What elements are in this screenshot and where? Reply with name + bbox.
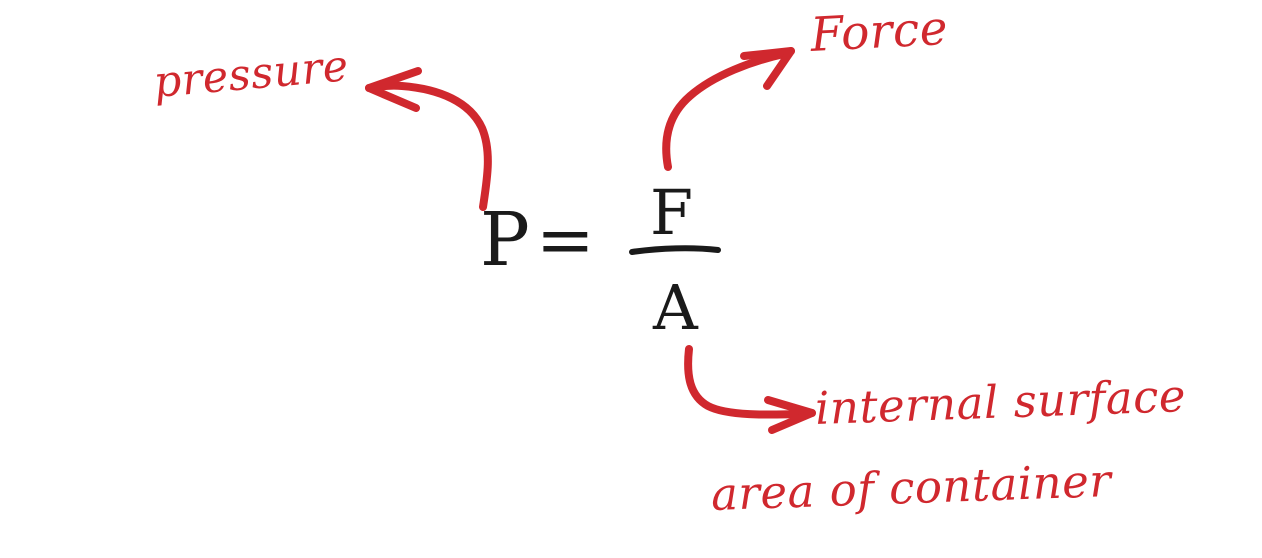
equation-numerator-force-symbol: F xyxy=(650,176,694,249)
arrow-to-area xyxy=(684,345,816,434)
fraction-bar xyxy=(629,245,721,255)
equation-equals-sign: = xyxy=(536,199,595,281)
equation-term-pressure-symbol: P xyxy=(480,197,530,283)
arrow-to-force xyxy=(662,47,795,171)
annotation-label-force: Force xyxy=(809,0,950,64)
equation-denominator-area-symbol: A xyxy=(653,271,698,344)
arrow-to-pressure xyxy=(365,67,492,211)
